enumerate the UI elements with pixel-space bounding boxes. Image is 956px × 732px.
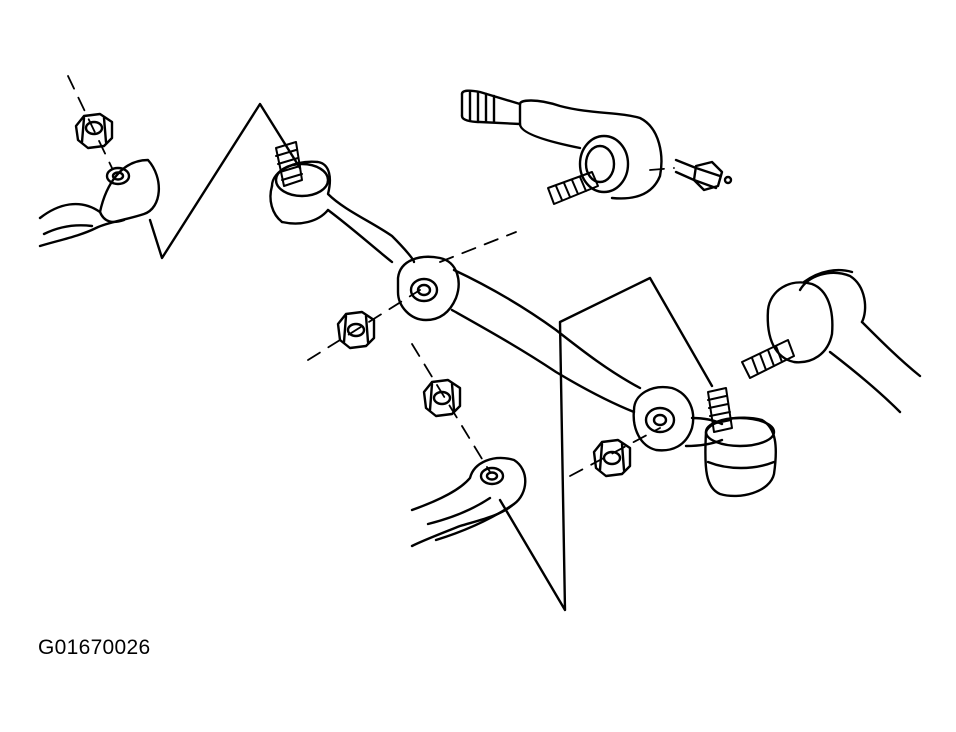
axis-line-pitman-nut xyxy=(307,289,421,361)
steering-knuckle-arm-left xyxy=(38,158,161,248)
ball-stud-right xyxy=(741,339,795,379)
castle-nut-pitman xyxy=(336,310,376,350)
idler-arm-support xyxy=(410,456,527,548)
section-break-center xyxy=(498,276,714,612)
axis-line-pitman-upper xyxy=(439,231,517,263)
relay-rod xyxy=(269,160,642,414)
cotter-pin xyxy=(674,158,733,192)
castle-nut-idler xyxy=(592,438,632,478)
axis-line-lower-nut xyxy=(411,343,491,473)
tie-rod-end-top xyxy=(460,89,663,200)
figure-code-label: G01670026 xyxy=(38,636,151,659)
tie-rod-end-right xyxy=(766,268,922,414)
ball-stud-left xyxy=(275,141,303,187)
tie-rod-end-socket-lower xyxy=(704,416,777,498)
section-break-left xyxy=(148,102,302,260)
castle-nut-lower xyxy=(422,378,462,418)
ball-stud-right-lower xyxy=(707,387,733,433)
ball-stud-top xyxy=(547,171,599,205)
pitman-arm xyxy=(396,255,460,322)
assembly-axis-lines xyxy=(67,75,675,477)
castle-nut-upper-left xyxy=(74,112,114,150)
